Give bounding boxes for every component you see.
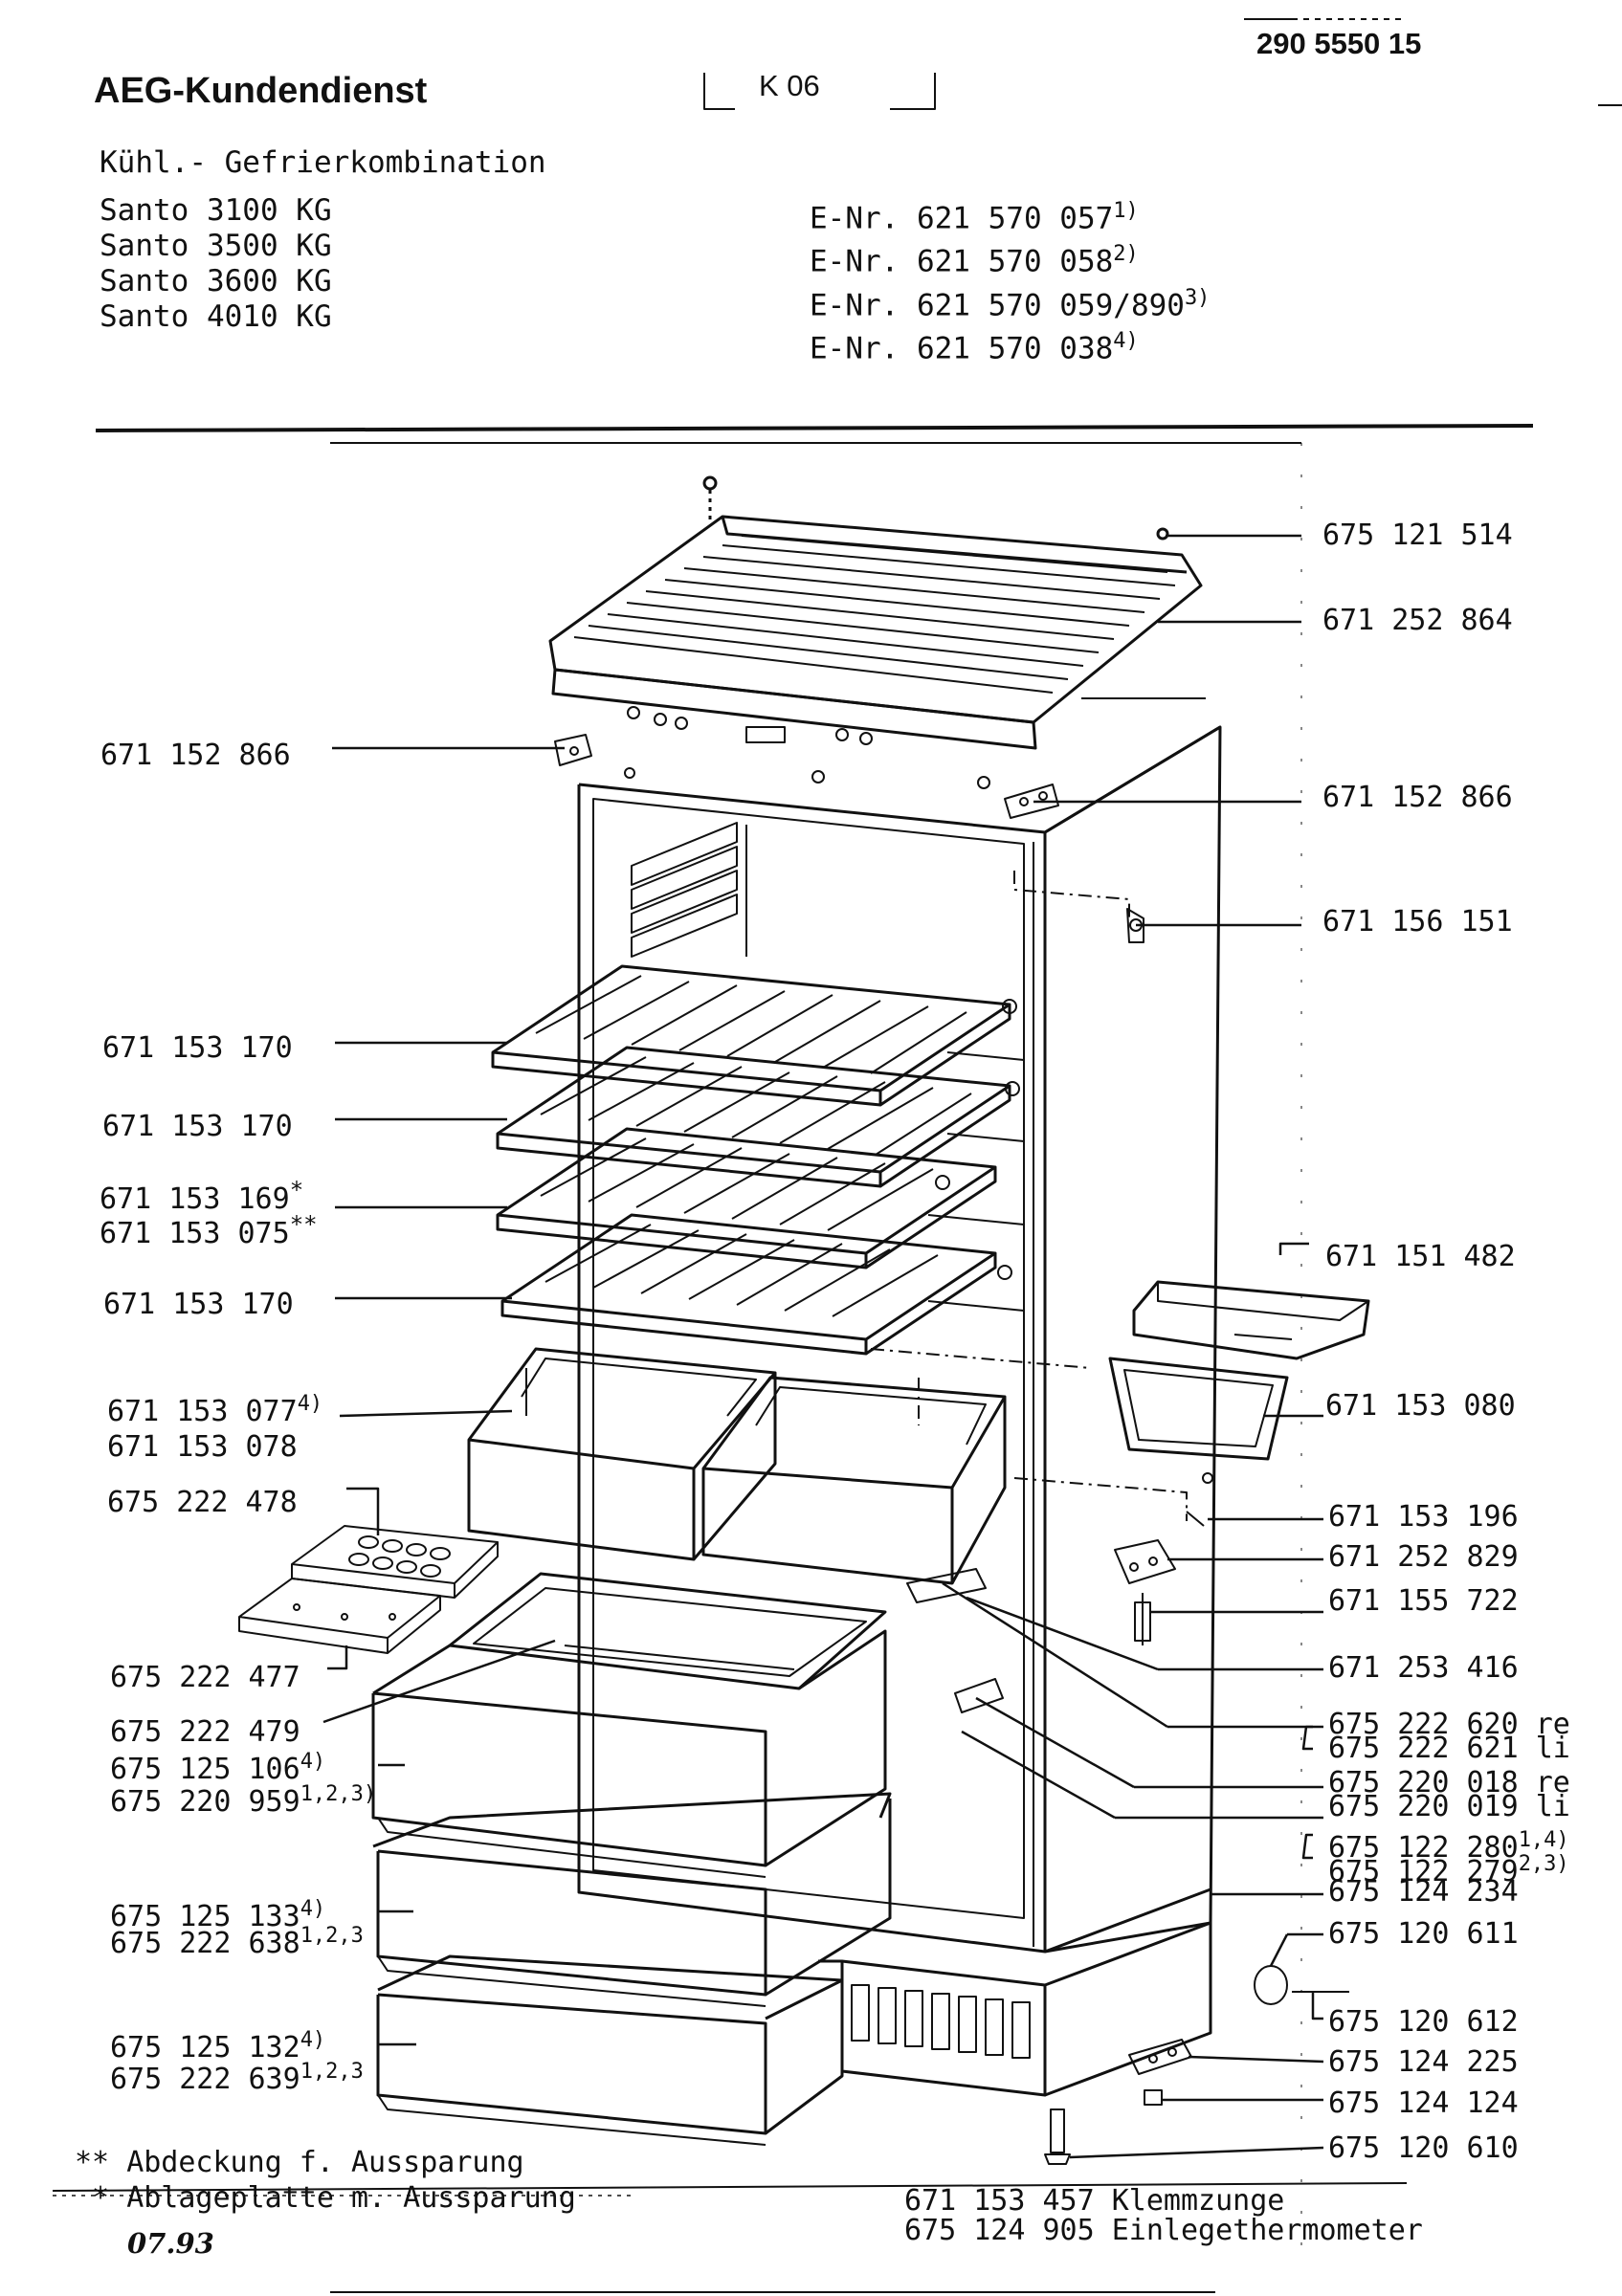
part-label-l3: 671 153 170 (102, 1110, 293, 1143)
freezer-lid (448, 1572, 887, 1690)
part-label-l10b: 675 220 9591,2,3) (110, 1782, 377, 1819)
glass-shelf-2 (496, 1046, 1020, 1188)
part-label-l9: 675 222 479 (110, 1715, 300, 1749)
screw-icon (1156, 527, 1169, 541)
screw-icon (702, 475, 718, 521)
part-label-r13b: 675 122 2792,3) (1328, 1852, 1569, 1888)
section-code: K 06 (759, 69, 820, 102)
model-name: Santo 3100 KG (100, 193, 332, 228)
ice-cube-tray (291, 1525, 499, 1599)
model-enr: E-Nr. 621 570 0384) (810, 328, 1139, 366)
part-label-l11a: 675 125 1334) (110, 1897, 326, 1933)
extra-part-thermometer: 675 124 905 Einlegethermometer (904, 2214, 1423, 2247)
part-label-r16: 675 120 612 (1328, 2005, 1519, 2039)
part-label-r19: 675 120 610 (1328, 2131, 1519, 2165)
part-label-r3: 671 152 866 (1322, 781, 1513, 814)
part-label-r8: 671 252 829 (1328, 1540, 1519, 1574)
enr-list: E-Nr. 621 570 0571) E-Nr. 621 570 0582) … (810, 193, 1210, 366)
model-name: Santo 4010 KG (100, 299, 332, 334)
part-label-l5: 671 153 170 (103, 1288, 294, 1321)
brand-title: AEG-Kundendienst (94, 71, 428, 111)
part-label-r9: 671 155 722 (1328, 1584, 1519, 1618)
part-label-r12b: 675 220 019 li (1328, 1790, 1570, 1823)
door-hinge-middle (1114, 1511, 1205, 1584)
part-label-l7: 675 222 478 (107, 1486, 298, 1519)
part-label-r4: 671 156 151 (1322, 905, 1513, 938)
top-hinge-right (1004, 784, 1059, 819)
part-label-l4a: 671 153 169* (100, 1177, 304, 1216)
footnote-cover: ** Abdeckung f. Aussparung (75, 2146, 524, 2179)
freezer-drawer-1 (371, 1629, 887, 1878)
part-label-l2: 671 153 170 (102, 1031, 293, 1065)
model-name: Santo 3500 KG (100, 229, 332, 263)
lamp-socket (1134, 1593, 1151, 1645)
part-label-r1: 675 121 514 (1322, 519, 1513, 552)
glass-shelf-4 (500, 1213, 1012, 1356)
part-label-r6: 671 153 080 (1325, 1389, 1516, 1423)
part-label-l4b: 671 153 075** (100, 1211, 318, 1250)
part-label-r12a: 675 220 018 re (1328, 1766, 1570, 1799)
tray-plate (238, 1578, 441, 1654)
part-label-r15: 675 120 611 (1328, 1917, 1519, 1951)
base-grille (818, 1921, 1212, 2097)
part-label-r13a: 675 122 2801,4) (1328, 1828, 1569, 1865)
part-label-r10: 671 253 416 (1328, 1651, 1519, 1685)
glass-shelf-3 (496, 1127, 997, 1269)
part-label-l12a: 675 125 1324) (110, 2028, 326, 2064)
part-label-r17: 675 124 225 (1328, 2045, 1519, 2079)
part-label-r2: 671 252 864 (1322, 604, 1513, 637)
part-label-r7: 671 153 196 (1328, 1500, 1519, 1534)
foot-round-disc (1254, 1965, 1349, 2005)
part-label-r5: 671 151 482 (1325, 1240, 1516, 1273)
freezer-drawer-3 (376, 1954, 844, 2146)
shelf-rails (631, 822, 747, 958)
model-enr: E-Nr. 621 570 0571) (810, 199, 1139, 236)
part-label-l8: 675 222 477 (110, 1661, 300, 1694)
leader-lines-right (942, 534, 1324, 2159)
footnote-shelf-plate: * Ablageplatte m. Aussparung (75, 2181, 576, 2215)
part-label-l11b: 675 222 6381,2,3 (110, 1924, 364, 1960)
door-bracket (906, 1568, 1004, 1713)
part-label-l6a: 671 153 0774) (107, 1392, 323, 1428)
crisper-drawer-right (701, 1376, 1007, 1585)
model-name: Santo 3600 KG (100, 264, 332, 298)
leader-lines-left (322, 746, 565, 2046)
butter-compartment (1132, 1280, 1370, 1360)
glass-shelf-1 (491, 964, 1017, 1107)
part-label-l10a: 675 125 1064) (110, 1750, 326, 1786)
freezer-drawer-2 (372, 1792, 892, 2007)
adjustable-foot (1044, 2108, 1071, 2165)
part-label-r11a: 675 222 620 re (1328, 1708, 1570, 1741)
top-hinge-left (554, 734, 592, 766)
side-rails (927, 1051, 1025, 1312)
part-label-l1: 671 152 866 (100, 739, 291, 772)
part-label-r14: 675 124 234 (1328, 1875, 1519, 1909)
part-label-l12b: 675 222 6391,2,3 (110, 2060, 364, 2096)
product-type: Kühl.- Gefrierkombination (100, 145, 546, 180)
header-divider (95, 424, 1534, 432)
cabinet-body (577, 697, 1222, 1954)
small-screws (624, 767, 1213, 1484)
bottom-hinge (1128, 2039, 1192, 2106)
document-number: 290 5550 15 (1256, 27, 1422, 60)
extra-part-clamp: 671 153 457 Klemmzunge (904, 2184, 1285, 2218)
revision-date: 07.93 (127, 2227, 214, 2260)
model-enr: E-Nr. 621 570 0582) (810, 242, 1139, 279)
part-label-r11b: 675 222 621 li (1328, 1732, 1570, 1765)
crisper-drawer-left (467, 1347, 777, 1561)
top-cover-part (548, 515, 1203, 750)
part-label-l6b: 671 153 078 (107, 1430, 298, 1464)
model-list: Santo 3100 KG Santo 3500 KG Santo 3600 K… (100, 193, 332, 335)
compartment-door (1108, 1357, 1289, 1461)
part-label-r18: 675 124 124 (1328, 2086, 1519, 2120)
model-enr: E-Nr. 621 570 059/8903) (810, 285, 1211, 322)
